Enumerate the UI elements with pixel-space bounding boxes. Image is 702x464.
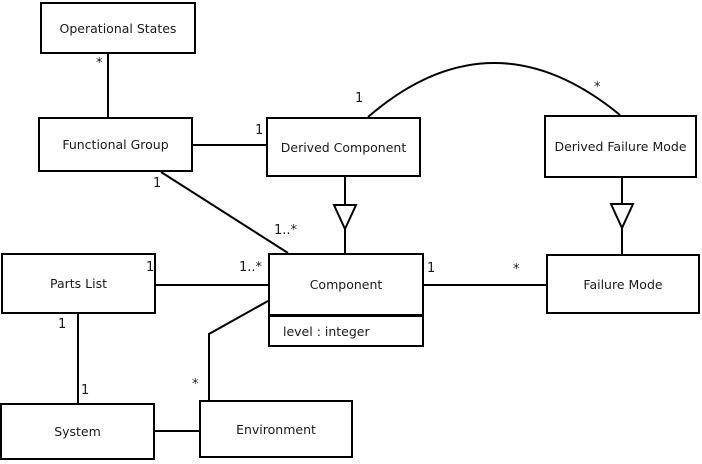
node-system: System — [0, 403, 155, 460]
multiplicity-arc-derived-component-end: 1 — [355, 91, 364, 106]
multiplicity-parts-list-end: 1 — [146, 260, 155, 275]
multiplicity-operational-states: * — [96, 56, 103, 71]
node-operational-states: Operational States — [40, 2, 196, 54]
multiplicity-arc-derived-failure-mode-end: * — [594, 80, 601, 95]
node-label: Derived Failure Mode — [554, 139, 687, 154]
edge-component-environment — [208, 300, 269, 400]
component-attributes-compartment: level : integer — [270, 314, 422, 345]
node-derived-component: Derived Component — [266, 117, 421, 177]
node-parts-list: Parts List — [1, 253, 156, 314]
attribute-label: level : integer — [283, 323, 370, 339]
multiplicity-system-end: 1 — [81, 383, 90, 398]
edge-derived-component-derived-failure-mode — [367, 62, 621, 118]
generalization-triangle-icon — [332, 204, 358, 232]
multiplicity-component-from-parts-list: 1..* — [239, 260, 263, 275]
multiplicity-component-end: 1 — [427, 261, 436, 276]
component-title-compartment: Component — [270, 255, 422, 314]
multiplicity-functional-group: 1 — [153, 176, 162, 191]
multiplicity-derived-component-assoc: 1 — [255, 123, 264, 138]
edge-functional-group-component — [160, 171, 289, 254]
node-functional-group: Functional Group — [38, 117, 193, 172]
node-failure-mode: Failure Mode — [546, 254, 700, 314]
node-label: Component — [309, 277, 383, 292]
node-label: Failure Mode — [583, 276, 663, 292]
node-label: Functional Group — [62, 137, 169, 152]
node-label: Environment — [236, 421, 316, 437]
node-component: Component level : integer — [268, 253, 424, 347]
node-label: System — [54, 424, 101, 439]
node-derived-failure-mode: Derived Failure Mode — [544, 115, 697, 178]
node-label: Derived Component — [280, 139, 407, 155]
multiplicity-failure-mode-end: * — [513, 262, 520, 277]
node-label: Operational States — [59, 20, 177, 36]
generalization-triangle-icon — [609, 203, 635, 231]
multiplicity-component-from-functional-group: 1..* — [274, 223, 298, 238]
multiplicity-environment-end: * — [192, 377, 199, 392]
multiplicity-parts-list-system-top: 1 — [58, 317, 67, 332]
node-environment: Environment — [199, 400, 353, 458]
node-label: Parts List — [49, 276, 107, 291]
